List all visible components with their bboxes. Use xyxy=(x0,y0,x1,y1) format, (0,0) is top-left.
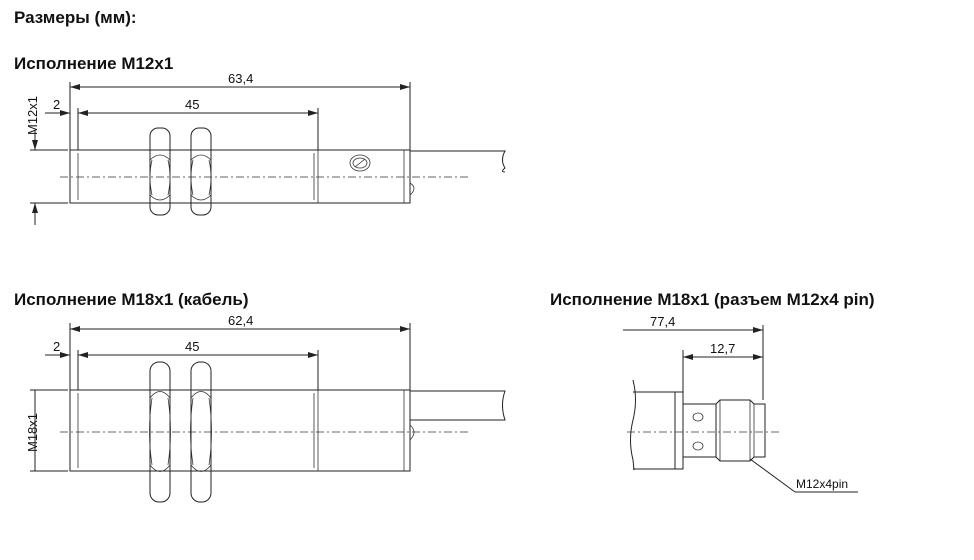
heading-m18-cable: Исполнение M18x1 (кабель) xyxy=(14,290,249,309)
page-title: Размеры (мм): xyxy=(14,8,137,27)
dim-overall: 77,4 xyxy=(650,314,675,329)
heading-m12: Исполнение M12x1 xyxy=(14,54,174,73)
dim-offset: 2 xyxy=(53,97,60,112)
dim-thread: M12x1 xyxy=(25,96,40,135)
drawing-m18-connector: 77,4 12,7 M12x4pin xyxy=(623,314,858,493)
dim-thread-length: 45 xyxy=(185,339,199,354)
dim-connector-length: 12,7 xyxy=(710,341,735,356)
heading-m18-connector: Исполнение M18x1 (разъем M12x4 pin) xyxy=(550,290,875,309)
dim-overall: 62,4 xyxy=(228,313,253,328)
dim-overall: 63,4 xyxy=(228,71,253,86)
dim-offset: 2 xyxy=(53,339,60,354)
dim-thread: M18x1 xyxy=(25,413,40,452)
connector-label: M12x4pin xyxy=(796,477,848,491)
drawing-m18-cable: 62,4 45 2 M18x1 xyxy=(25,313,506,503)
dim-thread-length: 45 xyxy=(185,97,199,112)
drawing-m12: 63,4 45 2 M12x1 xyxy=(25,71,506,225)
